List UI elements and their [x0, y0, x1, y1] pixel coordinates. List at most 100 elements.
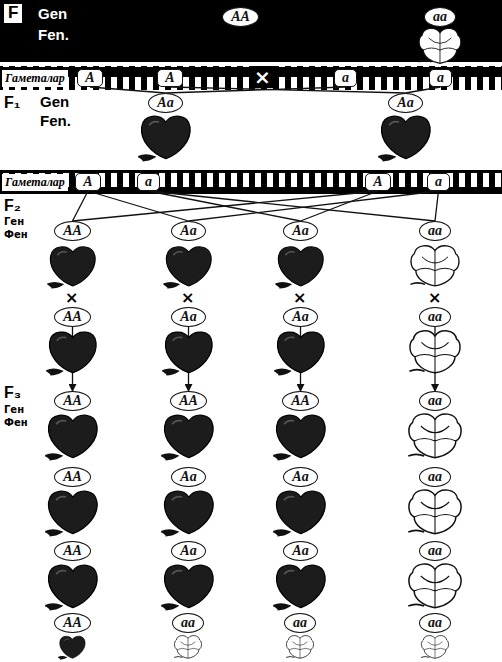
genotype-text: AA — [63, 310, 82, 324]
row-label: Фен — [4, 417, 28, 428]
row-label: Фен — [4, 229, 28, 240]
genotype-text: aa — [428, 394, 442, 408]
genotype-text: A — [83, 175, 92, 189]
genotype-text: AA — [63, 224, 82, 238]
genotype-ellipse: aa — [424, 7, 456, 27]
genotype-ellipse: aa — [419, 221, 451, 241]
genotype-text: A — [373, 175, 382, 189]
gamete-box: A — [77, 69, 103, 87]
genotype-ellipse: Aa — [171, 467, 206, 487]
genotype-ellipse: aa — [419, 391, 451, 411]
genotype-text: aa — [428, 224, 442, 238]
genotype-text: Aa — [292, 224, 308, 238]
genotype-ellipse: Aa — [283, 307, 318, 327]
genotype-text: AA — [63, 616, 82, 630]
genotype-text: Aa — [180, 544, 196, 558]
genotype-text: aa — [428, 616, 442, 630]
cross-sign: × — [65, 289, 78, 307]
genotype-ellipse: aa — [419, 307, 451, 327]
genotype-text: Aa — [157, 96, 173, 110]
gamete-line — [149, 191, 436, 221]
genotype-text: AA — [63, 544, 82, 558]
gamete-box: a — [429, 69, 452, 87]
genotype-text: a — [437, 71, 444, 85]
gamete-line — [435, 191, 439, 221]
gamete-band — [0, 170, 502, 194]
genotype-text: AA — [231, 10, 250, 24]
genotype-ellipse: aa — [284, 613, 316, 633]
row-label: Fen. — [38, 27, 69, 44]
row-label: F₁ — [4, 94, 20, 112]
gamete-box: A — [157, 69, 183, 87]
genotype-ellipse: aa — [419, 613, 451, 633]
genotype-text: A — [85, 71, 94, 85]
genotype-text: Aa — [397, 96, 413, 110]
cross-sign: × — [181, 289, 194, 307]
genotype-ellipse: Aa — [171, 221, 206, 241]
genotype-ellipse: AA — [282, 391, 319, 411]
gamete-label: Гаметалар — [2, 70, 68, 87]
gamete-box: a — [334, 69, 357, 87]
genotype-ellipse: Aa — [148, 93, 183, 113]
genotype-ellipse: Aa — [283, 221, 318, 241]
gamete-band — [0, 66, 502, 90]
genotype-text: Aa — [292, 544, 308, 558]
row-label: F — [4, 4, 22, 23]
genotype-ellipse: Aa — [283, 467, 318, 487]
genotype-text: aa — [293, 616, 307, 630]
genotype-ellipse: AA — [54, 307, 91, 327]
gamete-box: A — [365, 173, 391, 191]
gamete-box: A — [75, 173, 101, 191]
gamete-box: a — [137, 173, 160, 191]
row-label: Ген — [4, 216, 24, 227]
genotype-ellipse: AA — [170, 391, 207, 411]
genotype-ellipse: Aa — [388, 93, 423, 113]
gamete-line — [406, 87, 441, 93]
genotype-text: a — [342, 71, 349, 85]
row-label: F₂ — [4, 197, 21, 215]
genotype-ellipse: Aa — [283, 541, 318, 561]
genotype-text: aa — [428, 310, 442, 324]
genotype-text: AA — [291, 394, 310, 408]
genotype-text: aa — [181, 616, 195, 630]
genotype-text: aa — [433, 10, 447, 24]
genotype-ellipse: Aa — [171, 541, 206, 561]
row-label: Fen. — [40, 113, 71, 130]
gamete-line — [189, 191, 439, 221]
genotype-ellipse: aa — [419, 467, 451, 487]
row-label: Ген — [4, 404, 24, 415]
row-label: Gen — [38, 6, 67, 23]
genotype-ellipse: aa — [419, 541, 451, 561]
genotype-text: aa — [428, 470, 442, 484]
gamete-label: Гаметалар — [2, 174, 68, 191]
genotype-text: Aa — [180, 310, 196, 324]
genotype-ellipse: Aa — [171, 307, 206, 327]
genotype-text: aa — [428, 544, 442, 558]
seed-group — [45, 28, 461, 659]
gamete-line — [90, 87, 166, 93]
genotype-text: Aa — [180, 470, 196, 484]
genotype-text: a — [145, 175, 152, 189]
genotype-ellipse: AA — [54, 391, 91, 411]
genotype-text: AA — [179, 394, 198, 408]
genotype-text: Aa — [180, 224, 196, 238]
cross-sign: × — [293, 289, 306, 307]
cross-sign: × — [428, 289, 441, 307]
cross-sign: × — [251, 66, 274, 88]
genotype-ellipse: AA — [54, 221, 91, 241]
genotype-text: AA — [63, 394, 82, 408]
genotype-ellipse: AA — [54, 541, 91, 561]
gamete-box: a — [427, 173, 450, 191]
genotype-text: Aa — [292, 310, 308, 324]
genotype-ellipse: AA — [54, 467, 91, 487]
genotype-text: A — [165, 71, 174, 85]
genotype-ellipse: AA — [54, 613, 91, 633]
row-label: Gen — [40, 94, 69, 111]
genotype-text: AA — [63, 470, 82, 484]
genotype-ellipse: aa — [172, 613, 204, 633]
genotype-text: Aa — [292, 470, 308, 484]
row-label: F₃ — [4, 384, 21, 402]
genotype-text: a — [435, 175, 442, 189]
